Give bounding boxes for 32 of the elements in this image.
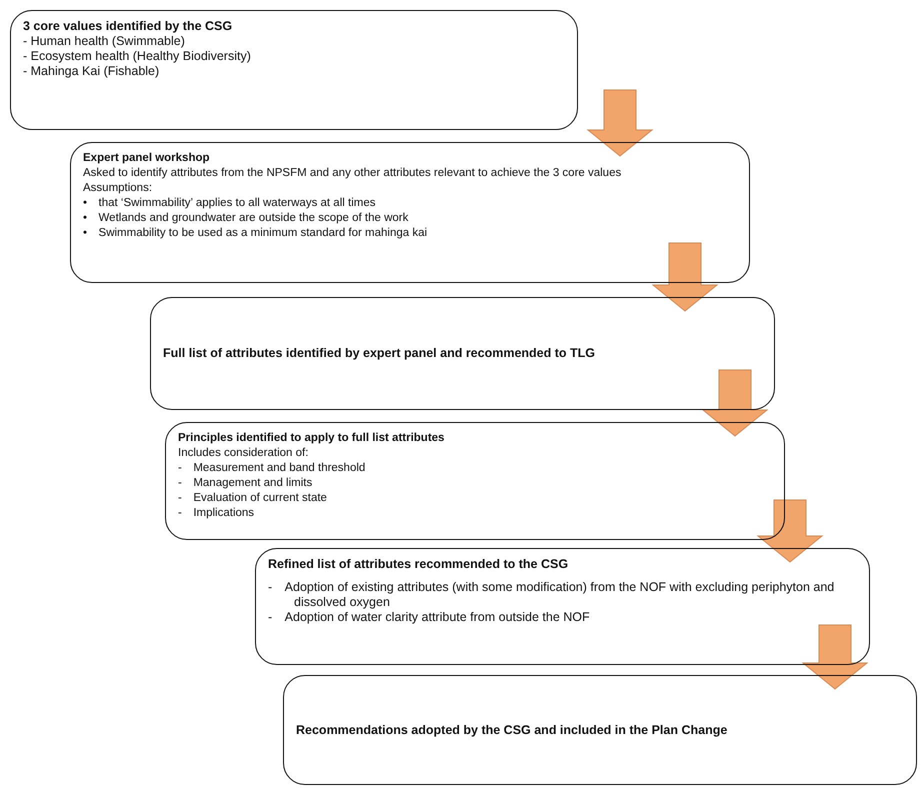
step-heading: Recommendations adopted by the CSG and included in the Plan Change — [296, 722, 728, 738]
list-item: - Evaluation of current state — [178, 491, 328, 506]
block-arrow — [802, 624, 868, 690]
body-text: Asked to identify attributes from the NPSFM and any other attributes relevant to achieve the 3 core values — [83, 166, 622, 181]
process-box — [10, 10, 578, 130]
list-item: - Adoption of water clarity attribute from outside the NOF — [268, 610, 591, 625]
process-box — [255, 548, 870, 665]
block-arrow — [756, 500, 824, 563]
step-heading: Expert panel workshop — [83, 151, 211, 166]
step-heading: 3 core values identified by the CSG — [23, 19, 234, 34]
block-arrow — [586, 90, 654, 157]
list-item: - Adoption of existing attributes (with some modification) from the NOF with excluding periphyton and dissolved oxygen — [268, 580, 836, 610]
list-item: • Wetlands and groundwater are outside the scope of the work — [83, 211, 410, 226]
process-box — [150, 297, 775, 410]
block-arrow — [652, 242, 718, 312]
body-text: Includes consideration of: — [178, 446, 310, 461]
block-arrow — [702, 370, 768, 437]
process-box — [70, 142, 750, 283]
list-item: - Implications — [178, 506, 256, 521]
list-item: • that ‘Swimmability’ applies to all waterways at all times — [83, 196, 376, 211]
process-box — [283, 675, 917, 785]
step-heading: Refined list of attributes recommended to the CSG — [268, 557, 570, 572]
process-box — [165, 422, 785, 540]
step-heading: Full list of attributes identified by expert panel and recommended to TLG — [163, 346, 596, 361]
list-item: - Ecosystem health (Healthy Biodiversity) — [23, 49, 252, 64]
list-item: • Swimmability to be used as a minimum standard for mahinga kai — [83, 226, 428, 241]
body-text: Assumptions: — [83, 181, 154, 196]
list-item: - Management and limits — [178, 476, 314, 491]
list-item: - Measurement and band threshold — [178, 461, 366, 476]
list-item: - Human health (Swimmable) — [23, 34, 186, 49]
step-heading: Principles identified to apply to full list attributes — [178, 431, 446, 446]
list-item: - Mahinga Kai (Fishable) — [23, 64, 160, 79]
